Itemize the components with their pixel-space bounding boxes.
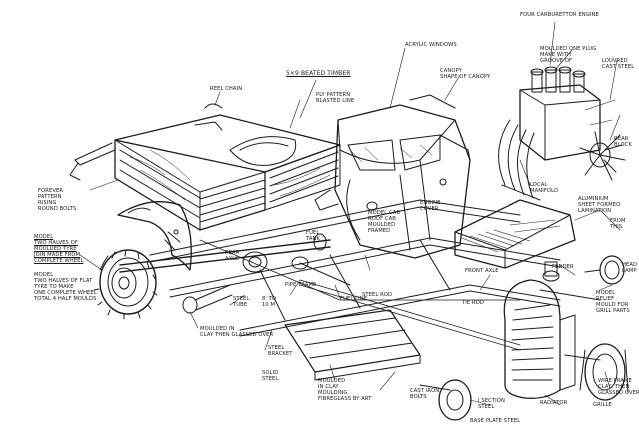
label-engine-parts: FOUR CARBURETTOR ENGINE — [520, 12, 599, 18]
label-ply-pattern: PLY PATTERN BLASTED LINE — [316, 92, 355, 104]
label-steel-bracket: STEEL BRACKET — [268, 345, 293, 357]
label-steel-tube: STEEL TUBE — [233, 296, 250, 308]
label-aluminium-bonnet: ALUMINIUM SHEET FORMED LAMINATION — [578, 196, 621, 214]
label-cast-iron: CAST IRON BOLTS — [410, 388, 440, 400]
rear-wheel — [93, 249, 158, 320]
rear-fender — [117, 201, 192, 271]
label-moulded-step: MOULDED IN CLAY MOULDING FIBREGLASS BY A… — [318, 378, 372, 402]
label-rear-axle: REAR AXLE — [225, 250, 240, 262]
label-steel-rod: STEEL ROD — [362, 292, 393, 298]
label-frame: PIPE FRAME — [285, 282, 317, 288]
engine-block — [498, 66, 626, 201]
label-engine-cover: ENGINE COVER — [420, 200, 441, 212]
label-fuel-tank: FUEL TANK — [306, 230, 320, 242]
label-i-section: I SECTION STEEL — [478, 398, 505, 410]
label-model-alt: MODEL TWO HALVES OF FLAT TYRE TO MAKE ON… — [34, 272, 97, 302]
label-cab-note: MODEL CAB ROOF CAB MOULDED FRAMED — [368, 210, 400, 234]
label-engine-manifold: LOCAL MANIFOLD — [530, 182, 559, 194]
label-canopy: CANOPY SHAPE OF CANOPY — [440, 68, 491, 80]
label-head-lamp: HEAD LAMP — [622, 262, 638, 274]
leader-lines — [79, 21, 621, 406]
front-wheel — [579, 343, 629, 401]
shaft-parts — [182, 256, 601, 361]
label-tie-rod: TIE ROD — [462, 300, 485, 306]
label-fender: FENDER — [552, 264, 574, 270]
wood-bed — [69, 103, 341, 231]
label-acrylic-windows: ACRYLIC WINDOWS — [405, 42, 457, 48]
label-reel-chain: REEL CHAIN — [210, 86, 243, 92]
rear-axle — [119, 233, 331, 273]
label-front-axle: FRONT AXLE — [465, 268, 499, 274]
label-forever-pattern: FOREVER PATTERN RISING ROUND BOLTS — [38, 188, 77, 212]
label-moulded-engine: MOULDED ONE PLUG MAKE WITH GROOVE OF — [540, 46, 597, 64]
label-exhaust: WIRE FRAME CLAY, THEN GLASSED OVER — [598, 378, 639, 396]
label-grille-right: GRILLE — [593, 402, 612, 408]
label-bonnet-side: FROM THIS — [610, 218, 626, 230]
radiator-grille — [503, 261, 576, 399]
bonnet — [454, 199, 576, 269]
label-solid-steel: SOLID STEEL — [262, 370, 279, 382]
label-model-wheels: MODEL TWO HALVES OF MOULDED TYRE JOIN MA… — [34, 234, 84, 264]
label-fuel-line: FUEL LINE — [340, 296, 368, 302]
label-timber: 5×9 BEATED TIMBER — [286, 70, 351, 77]
foot-step — [284, 309, 421, 381]
label-base-plate: BASE PLATE STEEL — [470, 418, 521, 424]
brake-disc — [419, 379, 472, 421]
label-radiator: RADIATOR — [540, 400, 568, 406]
cab — [314, 94, 471, 259]
label-rear-block: REAR BLOCK — [614, 136, 632, 148]
headlamp — [584, 255, 625, 285]
label-chrome-grill: LOUVRED CAST STEEL — [602, 58, 635, 70]
label-ratio: 8' TO 10 M — [262, 296, 277, 308]
label-grill-note: MODEL RELIEF MOULD FOR GRILL PARTS — [596, 290, 630, 314]
label-wheel-note: MOULDED IN CLAY THEN GLASSED OVER — [200, 326, 274, 338]
